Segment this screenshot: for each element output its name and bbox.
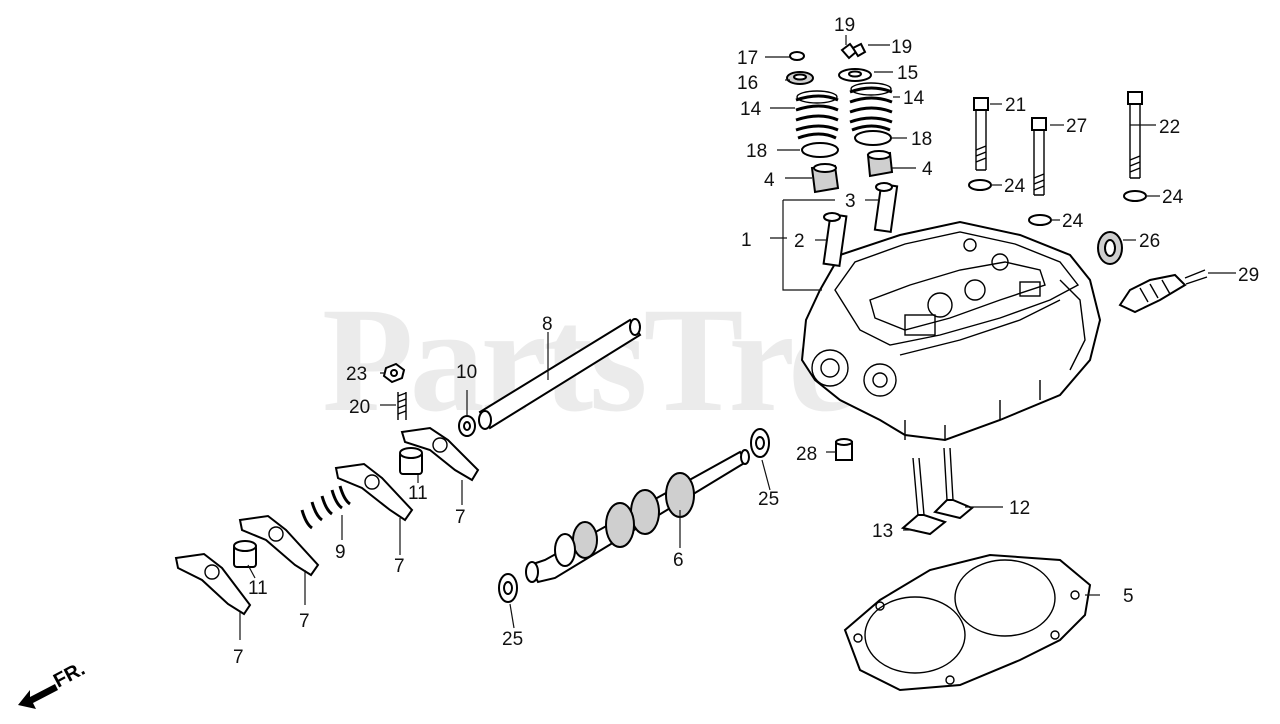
callout-18-left: 18 xyxy=(746,141,767,162)
callout-4-left: 4 xyxy=(764,170,775,191)
callout-24-b: 24 xyxy=(1062,211,1084,232)
callout-12: 12 xyxy=(1009,498,1030,519)
washer-24-b xyxy=(1028,214,1052,226)
callout-23: 23 xyxy=(346,364,367,385)
rocker-arm-b xyxy=(334,462,414,522)
callout-1: 1 xyxy=(741,230,752,251)
washer-24-c xyxy=(1123,190,1147,202)
valve-guide-set xyxy=(822,182,899,267)
callout-19-side: 19 xyxy=(891,37,912,58)
callout-20: 20 xyxy=(349,397,370,418)
callout-25-lower: 25 xyxy=(502,629,523,650)
thrust-washer-upper-hole xyxy=(755,436,765,450)
callouts: 1 2 3 4 4 5 6 7 7 7 7 8 9 10 11 11 12 13… xyxy=(233,15,1259,668)
valve-spring-right xyxy=(849,82,893,132)
intake-valve xyxy=(900,457,948,536)
callout-16: 16 xyxy=(737,73,758,94)
rocker-arm-c xyxy=(238,514,320,577)
callout-17: 17 xyxy=(737,48,758,69)
dowel-pin xyxy=(835,438,853,461)
oil-seal xyxy=(1097,231,1123,265)
callout-10: 10 xyxy=(456,362,477,383)
callout-6: 6 xyxy=(673,550,684,571)
callout-18-right: 18 xyxy=(911,129,932,150)
callout-24-c: 24 xyxy=(1162,187,1184,208)
callout-2: 2 xyxy=(794,231,805,252)
callout-11-upper: 11 xyxy=(408,483,428,504)
callout-22: 22 xyxy=(1159,117,1180,138)
rocker-collar-upper xyxy=(399,447,423,475)
spark-plug xyxy=(1118,269,1208,314)
head-bolt-21 xyxy=(973,97,989,171)
front-direction-indicator: FR. xyxy=(18,658,89,709)
leader-lines xyxy=(239,35,1236,640)
callout-19-top: 19 xyxy=(834,15,855,36)
callout-14-left: 14 xyxy=(740,99,762,120)
cylinder-head xyxy=(800,220,1102,442)
callout-5: 5 xyxy=(1123,586,1134,607)
rocker-spring xyxy=(300,485,351,530)
callout-11-lower: 11 xyxy=(248,578,268,599)
head-bolt-22 xyxy=(1127,91,1143,179)
callout-4-right: 4 xyxy=(922,159,933,180)
washer-24-a xyxy=(968,179,992,191)
rocker-shaft xyxy=(478,318,642,430)
retainer-hole-exhaust xyxy=(848,70,862,78)
rocker-collar-lower xyxy=(233,540,257,568)
exhaust-valve xyxy=(933,447,974,520)
callout-21: 21 xyxy=(1005,95,1026,116)
thrust-washer-lower-hole xyxy=(503,581,513,595)
adjusting-stud xyxy=(397,392,407,420)
valve-spring-left xyxy=(795,90,839,140)
rocker-arm-a xyxy=(400,426,480,482)
spring-seat-right xyxy=(854,130,892,146)
callout-25-upper: 25 xyxy=(758,489,779,510)
callout-7-a: 7 xyxy=(455,507,466,528)
head-bolt-27 xyxy=(1031,117,1047,196)
callout-7-c: 7 xyxy=(299,611,310,632)
callout-27: 27 xyxy=(1066,116,1087,137)
tappet-cap xyxy=(789,51,805,61)
callout-28: 28 xyxy=(796,444,817,465)
callout-9: 9 xyxy=(335,542,346,563)
camshaft xyxy=(525,449,750,584)
front-arrow-icon xyxy=(18,684,58,709)
callout-14-right: 14 xyxy=(903,88,925,109)
callout-8: 8 xyxy=(542,314,553,335)
lock-nut xyxy=(382,362,406,384)
valve-stem-seal-set xyxy=(810,150,894,194)
head-gasket xyxy=(843,553,1092,692)
callout-7-b: 7 xyxy=(394,556,405,577)
callout-3: 3 xyxy=(845,191,856,212)
callout-7-d: 7 xyxy=(233,647,244,668)
callout-13: 13 xyxy=(872,521,893,542)
rocker-arm-d xyxy=(174,552,252,616)
valve-cotter-b xyxy=(851,42,867,58)
callout-15: 15 xyxy=(897,63,918,84)
callout-24-a: 24 xyxy=(1004,176,1026,197)
callout-26: 26 xyxy=(1139,231,1160,252)
retainer-hole xyxy=(793,73,807,81)
shaft-washer xyxy=(458,415,476,437)
spring-seat-left xyxy=(801,142,839,158)
callout-29: 29 xyxy=(1238,265,1259,286)
